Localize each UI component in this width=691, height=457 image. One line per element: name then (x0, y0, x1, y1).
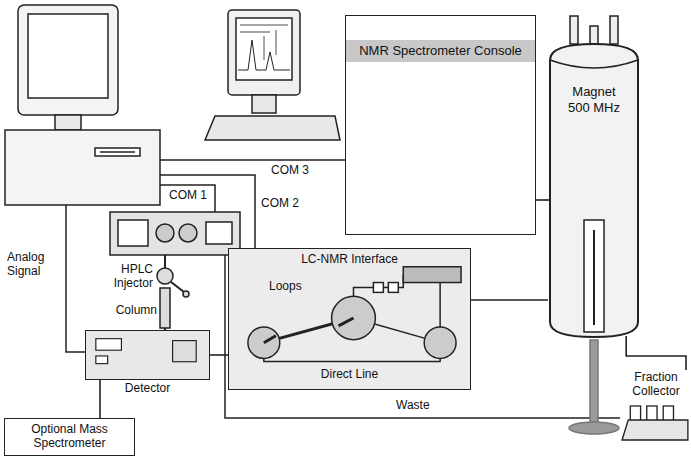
monitor-screen (28, 14, 108, 98)
detector-panel (86, 331, 209, 379)
console-monitor (228, 10, 300, 95)
stand-base (569, 422, 619, 434)
fraction-collector: Fraction Collector (620, 370, 691, 445)
node-text: Fraction Collector (620, 370, 691, 399)
computer-monitor (18, 5, 118, 115)
part-label: COM 3 (270, 163, 310, 177)
monitor-stand (55, 115, 81, 130)
console-monitor-stand (252, 95, 276, 113)
node-text: Detector (86, 381, 209, 395)
console-cabinet: NMR Spectrometer Console (345, 15, 536, 235)
injector-handle (171, 282, 184, 292)
keyboard (205, 116, 340, 140)
tubing-connector (536, 199, 550, 201)
injector-knob (183, 291, 189, 297)
injector-valve (157, 268, 173, 284)
pump-panel (118, 220, 148, 246)
part-label: Waste (395, 398, 431, 412)
node-text: NMR Spectrometer Console (346, 40, 535, 62)
hplc-pump (110, 212, 240, 255)
detector-box: Detector (85, 330, 210, 380)
part-label: HPLC Injector (100, 262, 154, 291)
console-screen (236, 18, 292, 80)
node-text: Optional Mass Spectrometer (5, 422, 134, 451)
node-text: LC-NMR Interface (229, 252, 470, 266)
injector-tube (164, 255, 166, 268)
com3-cable (160, 159, 345, 161)
tubing-connector (471, 299, 548, 301)
part-label: COM 2 (260, 196, 300, 210)
pump-head (156, 224, 174, 242)
screen-windows (240, 25, 288, 60)
magnet-stand (590, 340, 598, 426)
part-label: Analog Signal (6, 250, 62, 279)
computer-case (5, 130, 160, 205)
com1-cable (160, 185, 215, 212)
node-text: Loops (269, 279, 302, 293)
drive-slot (100, 151, 135, 153)
hplc-column (160, 288, 170, 328)
tubing-connector (626, 336, 686, 370)
pump-head (179, 224, 197, 242)
mass-spectrometer-box: Optional Mass Spectrometer (4, 418, 135, 456)
tubing-connector (99, 380, 101, 418)
pump-display (206, 222, 232, 244)
part-label: COM 1 (168, 188, 208, 202)
tubing-connector (210, 354, 228, 356)
lc-nmr-interface-box: LC-NMR InterfaceLoopsDirect Line (228, 248, 471, 390)
magnet-cylinder: Magnet 500 MHz (548, 40, 640, 340)
analog-signal-cable (66, 205, 85, 352)
disk-drive (95, 148, 140, 156)
part-label: Column (108, 303, 158, 317)
node-text: Direct Line (229, 367, 470, 381)
node-text: Magnet 500 MHz (562, 84, 626, 115)
